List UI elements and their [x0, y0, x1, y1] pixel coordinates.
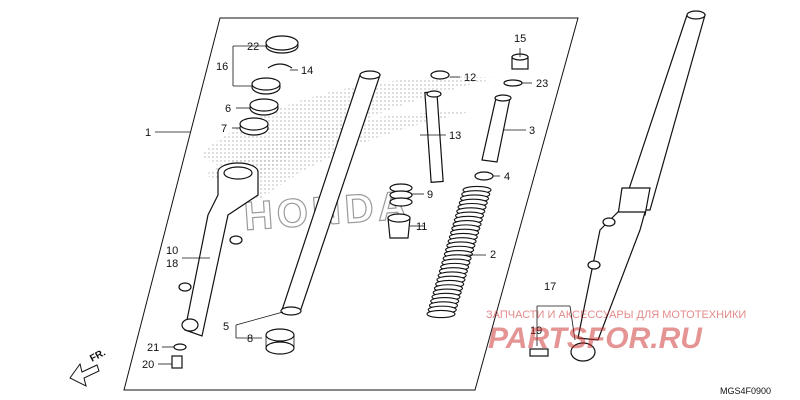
label-11: 11	[416, 221, 427, 233]
label-7: 7	[221, 123, 227, 135]
label-12: 12	[464, 72, 476, 84]
leader-lines	[155, 45, 576, 365]
spring-washer	[474, 171, 494, 181]
fork-slider	[178, 162, 259, 337]
label-13: 13	[449, 130, 461, 142]
front-direction-indicator: FR.	[69, 347, 108, 387]
label-23: 23	[536, 78, 548, 90]
front-indicator-label: FR.	[88, 347, 108, 364]
label-8: 8	[247, 333, 253, 345]
label-15: 15	[514, 33, 526, 45]
label-22: 22	[247, 41, 259, 53]
label-16: 16	[216, 61, 228, 73]
label-18: 18	[166, 258, 178, 270]
diagram-code: MGS4F0900	[720, 386, 771, 396]
rebound-spring	[389, 183, 413, 207]
seal-group	[239, 35, 299, 136]
spacer-collar	[481, 94, 512, 163]
watermark-caption: ЗАПЧАСТИ И АКСЕССУАРЫ ДЛЯ МОТОТЕХНИКИ	[486, 309, 746, 321]
watermark-site: PARTSFOR.RU	[488, 322, 703, 355]
fork-spring	[426, 185, 492, 319]
drain-bolt	[171, 343, 187, 369]
label-10: 10	[166, 245, 178, 257]
label-4: 4	[504, 171, 510, 183]
label-19: 19	[530, 325, 542, 337]
label-17: 17	[544, 281, 556, 293]
label-21: 21	[147, 342, 159, 354]
site-watermark: ЗАПЧАСТИ И АКСЕССУАРЫ ДЛЯ МОТОТЕХНИКИ PA…	[486, 309, 746, 355]
assembled-fork	[529, 10, 706, 362]
label-5: 5	[223, 321, 229, 333]
part-labels: 1 2 3 4 5 6 7 8 9 10 11 12 13 14 15 16 1…	[142, 33, 556, 371]
label-6: 6	[225, 103, 231, 115]
oil-lock-piece	[387, 213, 411, 239]
label-1: 1	[145, 127, 151, 139]
fork-tube	[280, 70, 381, 316]
assembly-boundary	[123, 17, 579, 391]
label-3: 3	[529, 125, 535, 137]
slide-bushing	[265, 328, 295, 355]
fork-cap-bolt	[503, 53, 529, 87]
label-9: 9	[427, 189, 433, 201]
label-2: 2	[490, 249, 496, 261]
spring-coil	[426, 309, 456, 319]
damper-rod	[424, 70, 450, 183]
label-14: 14	[301, 65, 313, 77]
label-20: 20	[142, 359, 154, 371]
